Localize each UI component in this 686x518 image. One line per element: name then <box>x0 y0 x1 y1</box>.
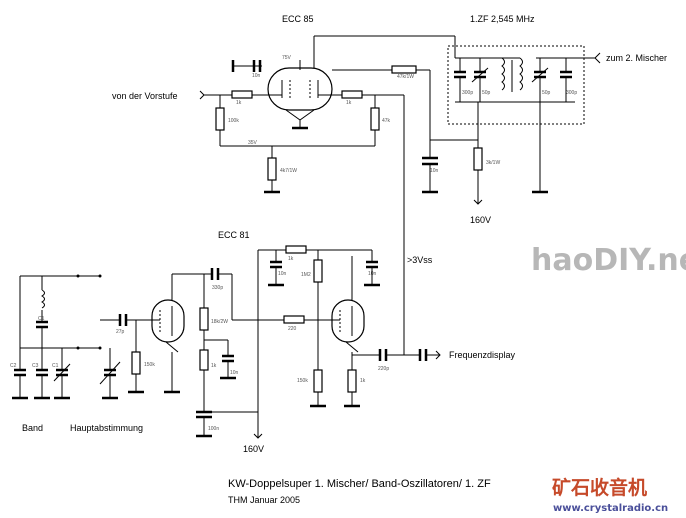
r-100k-g-label: 100k <box>228 118 239 124</box>
v-osc-label: >3Vss <box>407 255 433 265</box>
v-plate-label: 75V <box>282 55 292 61</box>
c-50p-b-label: 50p <box>542 90 551 96</box>
resistor-1k-cathode <box>347 369 357 393</box>
c-10n-top-label: 10n <box>278 271 287 277</box>
output-terminal-icon <box>594 52 601 64</box>
band-label: Band <box>22 423 43 433</box>
tuning-capacitor-arrow-icon <box>99 361 121 385</box>
c-330p-label: 330p <box>212 285 223 291</box>
r-1k-mid-label: 1k <box>211 363 217 369</box>
supply-terminal-icon <box>473 199 483 205</box>
r-4k7-label: 4k7/1W <box>280 168 297 174</box>
resistor-4k7-cathode <box>267 157 277 181</box>
resistor-47k-g2 <box>370 107 380 131</box>
c-c3-label: C3 <box>32 363 39 369</box>
r-18k-label: 18k/2W <box>211 319 228 325</box>
credit: THM Januar 2005 <box>228 495 300 505</box>
if-coil-primary <box>501 57 505 91</box>
c-300p-a-label: 300p <box>462 90 473 96</box>
v-cathode-label: 35V <box>248 140 258 146</box>
if-coil-secondary <box>519 57 523 91</box>
c-50p-a-label: 50p <box>482 90 491 96</box>
resistor-18k-2w <box>199 307 209 331</box>
r-1k-cat-label: 1k <box>360 378 366 384</box>
if-filter-label: 1.ZF 2,545 MHz <box>470 14 535 24</box>
logo-haody: haoDIY.net <box>531 243 686 278</box>
display-terminal-icon <box>435 350 441 360</box>
r-1m2-label: 1M2 <box>301 272 311 278</box>
if-filter-shield <box>447 45 585 125</box>
r-1k-top-label: 1k <box>288 256 294 262</box>
ecc81-stage: ECC 81 1k 10n 10n 1M2 <box>10 230 516 454</box>
r-1k-g2-label: 1k <box>346 100 352 106</box>
r-47k-1w-label: 47k/1W <box>397 74 414 80</box>
main-tuning-label: Hauptabstimmung <box>70 423 143 433</box>
resistor-1k-top <box>285 245 307 254</box>
r-220-label: 220 <box>288 326 297 332</box>
r-3k-label: 3k/1W <box>486 160 500 166</box>
c-10n-mid-label: 10n <box>230 370 239 376</box>
supply-terminal-bottom-icon <box>253 433 263 439</box>
c-220p-label: 220p <box>378 366 389 372</box>
c-c1b-label: C1 <box>38 316 45 322</box>
input-preamp-label: von der Vorstufe <box>112 91 178 101</box>
ecc85-tube <box>267 67 333 111</box>
resistor-1k-mid <box>199 349 209 371</box>
r-1k-in-label: 1k <box>236 100 242 106</box>
resistor-150k-b <box>313 369 323 393</box>
r-150k-b-label: 150k <box>297 378 308 384</box>
c-c2-label: C2 <box>10 363 17 369</box>
logo-cn: 矿石收音机 <box>552 476 647 499</box>
resistor-220 <box>283 315 305 324</box>
r-150k-a-label: 150k <box>144 362 155 368</box>
resistor-100k-grid <box>215 107 225 131</box>
ecc81-tube-right <box>331 299 365 343</box>
resistor-1m2 <box>313 259 323 283</box>
ecc85-stage: ECC 85 75V 10n von der Vorstufe 1k 100k <box>112 14 500 355</box>
output-mixer-label: zum 2. Mischer <box>606 53 667 63</box>
band-coil <box>41 289 45 309</box>
resistor-1k-input <box>231 90 253 99</box>
output-display-label: Frequenzdisplay <box>449 350 516 360</box>
v-supply-bottom-label: 160V <box>243 444 264 454</box>
c-10n-a-label: 10n <box>252 73 261 79</box>
c-27p-label: 27p <box>116 329 125 335</box>
resistor-3k-1w <box>473 147 483 171</box>
c-300p-b-label: 300p <box>566 90 577 96</box>
if-filter: 1.ZF 2,545 MHz 300p 50p 50p 300p <box>447 14 667 194</box>
resistor-1k-g2 <box>341 90 363 99</box>
v-supply-top-label: 160V <box>470 215 491 225</box>
c-c1-label: C1 <box>52 363 59 369</box>
ecc85-label: ECC 85 <box>282 14 314 24</box>
logo-url: www.crystalradio.cn <box>553 503 668 514</box>
c-10n-b-label: 10n <box>430 168 439 174</box>
c-100n-label: 100n <box>208 426 219 432</box>
resistor-150k-a <box>131 351 141 375</box>
caption: KW-Doppelsuper 1. Mischer/ Band-Oszillat… <box>228 478 491 490</box>
resistor-47k-1w <box>391 65 417 74</box>
ecc81-tube-left <box>151 299 185 343</box>
input-terminal-icon <box>199 90 205 100</box>
r-47k-g2-label: 47k <box>382 118 391 124</box>
watermark-haody: haoDIY.net <box>531 243 686 278</box>
ecc81-label: ECC 81 <box>218 230 250 240</box>
